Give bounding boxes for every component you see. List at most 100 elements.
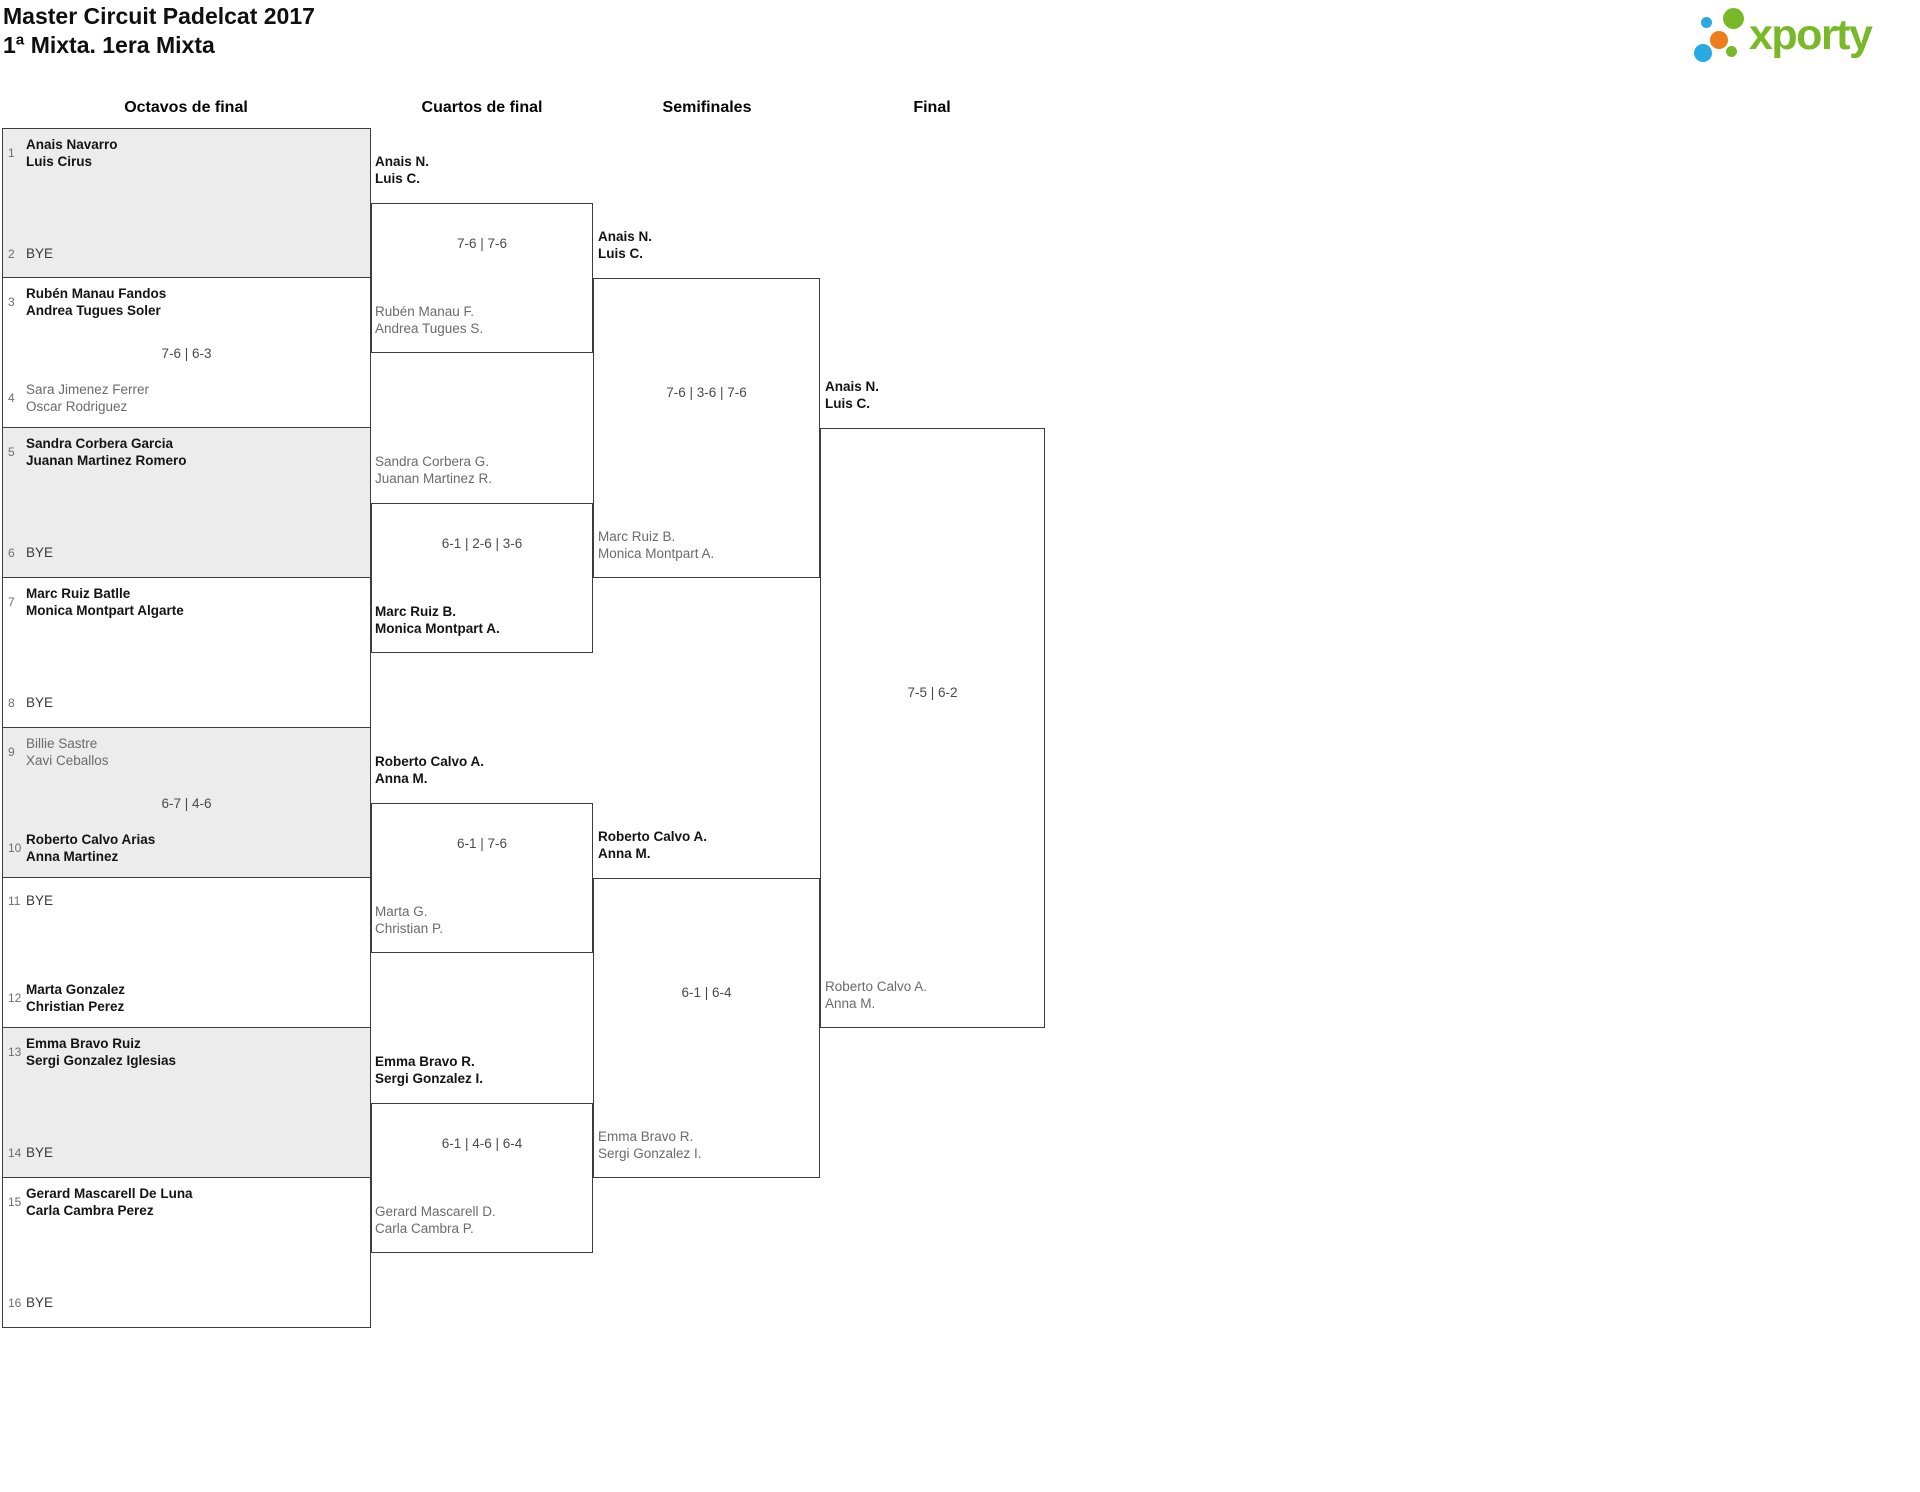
player-name: Sandra Corbera G.: [375, 454, 490, 469]
match-score: 7-5 | 6-2: [907, 685, 958, 700]
player-name: Luis Cirus: [26, 154, 93, 169]
player-name: Marta G.: [375, 904, 428, 919]
player-name: Marc Ruiz B.: [375, 604, 457, 619]
match-score: 7-6 | 3-6 | 7-6: [666, 385, 747, 400]
player-name: Sergi Gonzalez Iglesias: [26, 1053, 177, 1068]
player-name: Gerard Mascarell De Luna: [26, 1186, 193, 1201]
match-score: 6-1 | 6-4: [681, 985, 732, 1000]
player-name: Emma Bravo R.: [598, 1129, 694, 1144]
player-name: Rubén Manau Fandos: [26, 286, 167, 301]
seed-number: 8: [8, 695, 15, 710]
seed-number: 12: [8, 991, 22, 1005]
seed-number: 2: [8, 246, 15, 261]
player-name: Gerard Mascarell D.: [375, 1204, 496, 1219]
player-name: Luis C.: [598, 246, 644, 261]
logo-dot-orange-icon: [1710, 31, 1728, 49]
player-name: Rubén Manau F.: [375, 304, 475, 319]
player-name: Juanan Martinez Romero: [26, 453, 187, 468]
player-name: Luis C.: [825, 396, 871, 411]
seed-number: 13: [8, 1045, 22, 1059]
sf2-top-participant: Roberto Calvo A.Anna M.: [598, 828, 707, 862]
seed-number: 5: [8, 445, 15, 459]
logo-dot-blue-small-icon: [1701, 17, 1712, 28]
player-name: BYE: [26, 246, 54, 261]
qf-match-4: 6-1 | 4-6 | 6-4: [371, 1103, 593, 1253]
page-title: Master Circuit Padelcat 2017: [3, 3, 315, 29]
player-name: Andrea Tugues S.: [375, 321, 484, 336]
final-bottom-participant: Roberto Calvo A. Anna M.: [825, 978, 927, 1012]
seed-number: 3: [8, 295, 15, 309]
participant-row: 14 BYE: [8, 1144, 366, 1161]
sf-match-2: 6-1 | 6-4: [593, 878, 820, 1178]
match-score: 6-7 | 4-6: [161, 796, 212, 811]
player-name: Anna Martinez: [26, 849, 119, 864]
qf1-top-participant: Anais N.Luis C.: [375, 153, 429, 187]
participant-row: 2 BYE: [8, 245, 366, 262]
player-name: Anna M.: [825, 996, 876, 1011]
player-name: Marta Gonzalez: [26, 982, 126, 997]
player-name: Emma Bravo R.: [375, 1054, 475, 1069]
player-name: Marc Ruiz B.: [598, 529, 676, 544]
player-name: Sergi Gonzalez I.: [375, 1071, 484, 1086]
player-name: Luis C.: [375, 171, 421, 186]
player-name: Monica Montpart Algarte: [26, 603, 184, 618]
sf-match-1: 7-6 | 3-6 | 7-6: [593, 278, 820, 578]
qf-match-3: 6-1 | 7-6: [371, 803, 593, 953]
logo-dot-green-small-icon: [1726, 46, 1737, 57]
player-name: BYE: [26, 1295, 54, 1310]
player-name: Anna M.: [375, 771, 428, 786]
seed-number: 14: [8, 1145, 22, 1160]
logo-dot-green-large-icon: [1723, 8, 1744, 29]
seed-number: 11: [8, 893, 21, 908]
final-match: 7-5 | 6-2: [820, 428, 1045, 1028]
player-name: Sergi Gonzalez I.: [598, 1146, 702, 1161]
player-name: Marc Ruiz Batlle: [26, 586, 131, 601]
player-name: Andrea Tugues Soler: [26, 303, 161, 318]
qf4-top-participant: Emma Bravo R. Sergi Gonzalez I.: [375, 1053, 483, 1087]
match-score: 6-1 | 4-6 | 6-4: [441, 1136, 523, 1151]
player-name: Oscar Rodriguez: [26, 399, 128, 414]
seed-number: 15: [8, 1195, 22, 1209]
player-name: Xavi Ceballos: [26, 753, 109, 768]
player-name: Emma Bravo Ruiz: [26, 1036, 141, 1051]
sf1-bottom-participant: Marc Ruiz B. Monica Montpart A.: [598, 528, 714, 562]
player-name: Carla Cambra P.: [375, 1221, 474, 1236]
match-score: 7-6 | 7-6: [456, 236, 508, 251]
seed-number: 9: [8, 745, 15, 759]
round-header-semifinales: Semifinales: [662, 99, 752, 116]
qf3-bottom-participant: Marta G.Christian P.: [375, 903, 443, 937]
match-score: 6-1 | 7-6: [456, 836, 508, 851]
player-name: BYE: [26, 893, 54, 908]
logo-dot-blue-icon: [1694, 44, 1712, 62]
player-name: Sara Jimenez Ferrer: [26, 382, 150, 397]
participant-row: 6 BYE: [8, 544, 366, 561]
sf2-bottom-participant: Emma Bravo R. Sergi Gonzalez I.: [598, 1128, 702, 1162]
round-header-octavos: Octavos de final: [124, 99, 248, 116]
sf1-top-participant: Anais N.Luis C.: [598, 228, 652, 262]
player-name: BYE: [26, 545, 54, 560]
player-name: Monica Montpart A.: [598, 546, 715, 561]
player-name: Roberto Calvo Arias: [26, 832, 156, 847]
seed-number: 6: [8, 545, 15, 560]
player-name: Monica Montpart A.: [375, 621, 500, 636]
player-name: Anna M.: [598, 846, 651, 861]
qf2-bottom-participant: Marc Ruiz B. Monica Montpart A.: [375, 603, 500, 637]
player-name: Roberto Calvo A.: [825, 979, 928, 994]
player-name: Anais N.: [825, 379, 880, 394]
player-name: BYE: [26, 695, 54, 710]
qf-match-2: 6-1 | 2-6 | 3-6: [371, 503, 593, 653]
